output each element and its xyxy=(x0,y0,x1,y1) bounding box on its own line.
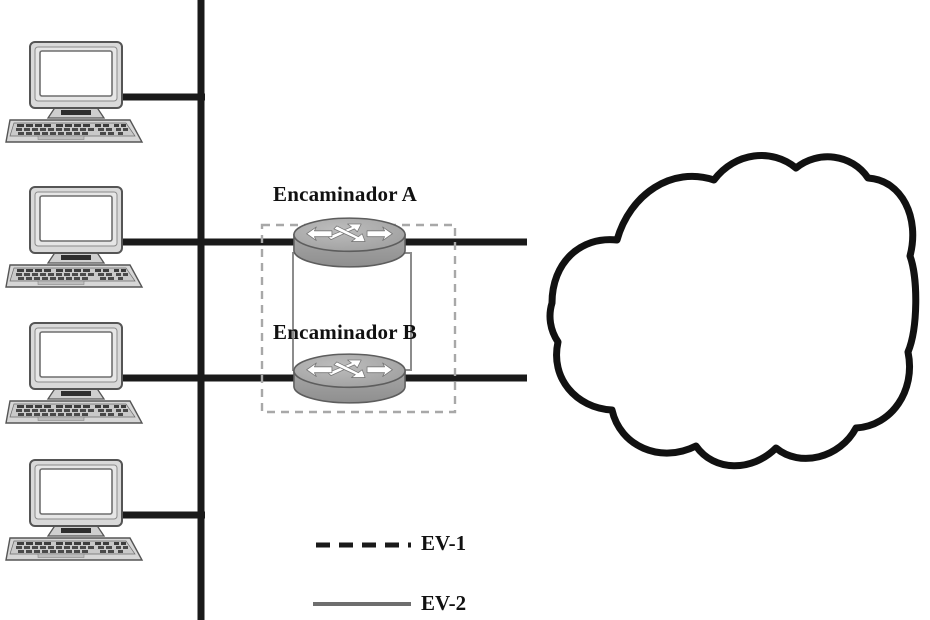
connection-links xyxy=(88,0,527,620)
router-a-label: Encaminador A xyxy=(273,182,417,206)
ev1-dashed-boundary xyxy=(260,223,457,414)
router-a xyxy=(293,217,406,268)
workstation-1 xyxy=(5,41,143,143)
legend-ev2-label: EV-2 xyxy=(421,591,467,615)
router-b xyxy=(293,353,406,404)
ev2-solid-boundary xyxy=(292,252,412,371)
workstation-3 xyxy=(5,322,143,424)
legend-ev1-label: EV-1 xyxy=(421,531,467,555)
workstation-2 xyxy=(5,186,143,288)
workstation-4 xyxy=(5,459,143,561)
router-b-label: Encaminador B xyxy=(273,320,417,344)
wan-cloud xyxy=(550,156,916,466)
